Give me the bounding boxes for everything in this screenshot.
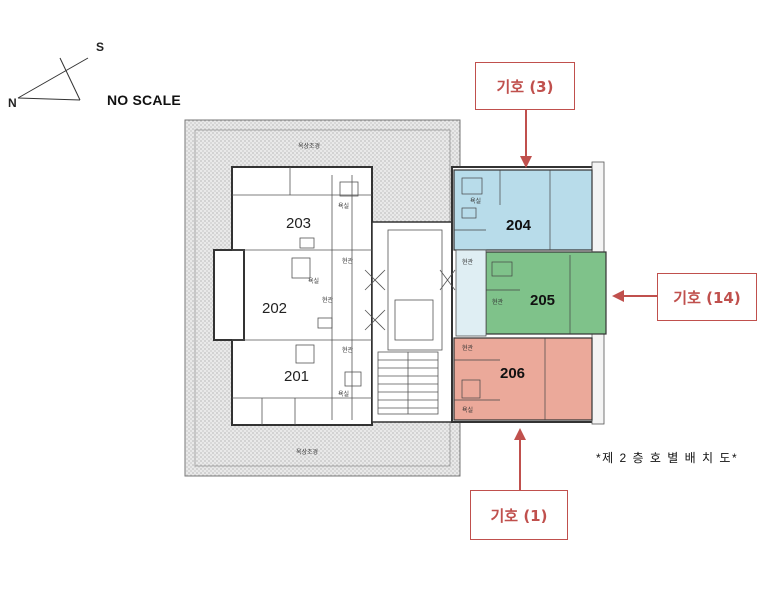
unit-204-label: 204 xyxy=(506,217,532,234)
callout-symbol-3: 기호 (3) xyxy=(475,62,575,110)
door-label-206: 현관 xyxy=(462,344,474,352)
unit-203-label: 203 xyxy=(286,215,311,232)
compass-south-label: S xyxy=(96,40,105,54)
door-label-201: 현관 xyxy=(342,346,354,354)
door-label-204: 현관 xyxy=(462,258,474,266)
compass-north-label: N xyxy=(8,96,17,110)
callout-arrows xyxy=(514,110,657,490)
unit-205-area[interactable] xyxy=(485,251,607,335)
callout-symbol-1: 기호 (1) xyxy=(470,490,568,540)
unit-206-label: 206 xyxy=(500,365,525,382)
door-label-202: 현관 xyxy=(322,296,334,304)
unit-204-area[interactable] xyxy=(453,169,593,251)
bath-label-204: 욕실 xyxy=(470,197,481,205)
door-label-203: 현관 xyxy=(342,257,354,265)
unit-205-label: 205 xyxy=(530,292,555,309)
scale-note: NO SCALE xyxy=(107,92,181,108)
bath-label-203: 욕실 xyxy=(338,202,349,210)
door-label-205: 현관 xyxy=(492,298,504,306)
compass-icon xyxy=(17,57,89,101)
bath-label-202: 욕실 xyxy=(308,277,319,285)
bath-label-206: 욕실 xyxy=(462,406,473,414)
bath-label-201: 욕실 xyxy=(338,390,349,398)
interior-walls xyxy=(232,167,456,425)
unit-202-label: 202 xyxy=(262,300,287,317)
unit-201-label: 201 xyxy=(284,368,309,385)
plan-caption: *제 2 층 호 별 배 치 도* xyxy=(596,451,739,465)
roof-garden-bottom-label: 옥상조경 xyxy=(296,448,318,456)
roof-garden-top-label: 옥상조경 xyxy=(298,142,320,150)
unit-206-area[interactable] xyxy=(453,337,593,421)
callout-symbol-14: 기호 (14) xyxy=(657,273,757,321)
